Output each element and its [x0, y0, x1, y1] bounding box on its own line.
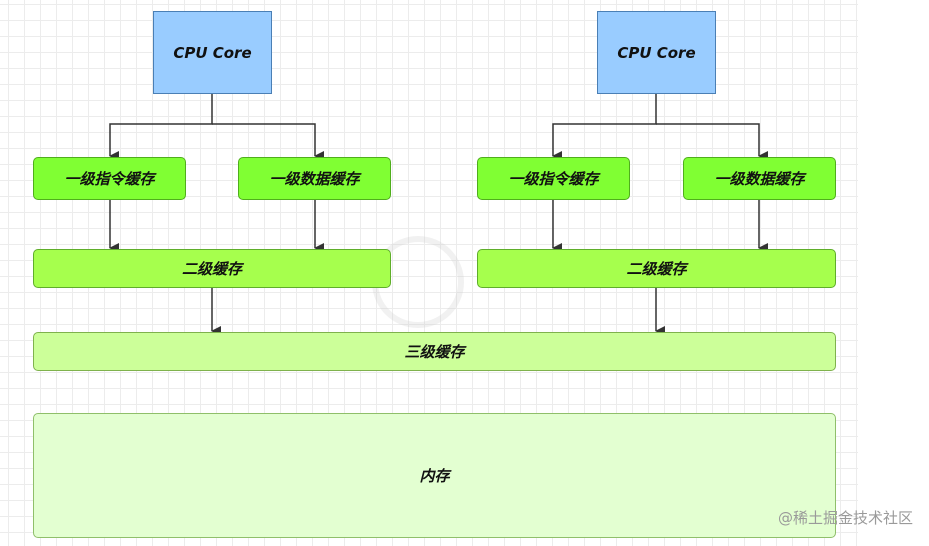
l2-cache-2: 二级缓存 [477, 249, 836, 288]
connector-cpu1-to-l1 [109, 94, 213, 161]
diagram-canvas: CPU Core 一级指令缓存 一级数据缓存 二级缓存 CPU Core 一级指… [0, 0, 858, 546]
l3-cache: 三级缓存 [33, 332, 836, 371]
cpu-core-1: CPU Core [153, 11, 272, 94]
connector-lines [109, 94, 768, 336]
connector-cpu2-to-l1d [656, 123, 768, 161]
l1-data-cache-1: 一级数据缓存 [238, 157, 391, 200]
l1-instruction-cache-1: 一级指令缓存 [33, 157, 186, 200]
connector-cpu1-to-l1d [212, 123, 324, 161]
l1-instruction-cache-2: 一级指令缓存 [477, 157, 630, 200]
source-watermark: @稀土掘金技术社区 [777, 509, 913, 527]
l2-cache-1: 二级缓存 [33, 249, 391, 288]
connector-cpu2-to-l1 [552, 94, 657, 161]
main-memory: 内存 [33, 413, 836, 538]
l1-data-cache-2: 一级数据缓存 [683, 157, 836, 200]
cpu-core-2: CPU Core [597, 11, 716, 94]
